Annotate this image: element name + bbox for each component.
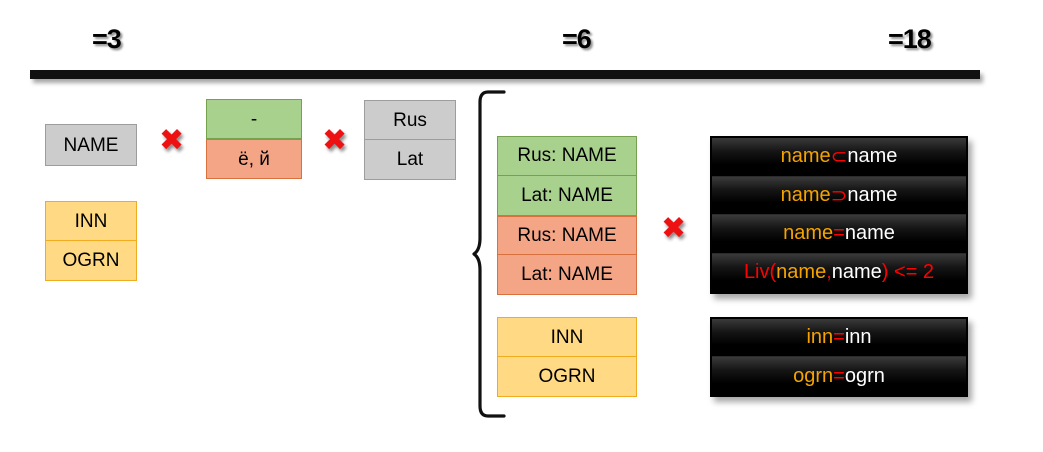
name-rule-1-part-0: name — [780, 183, 831, 206]
ident-rule-0: inn = inn — [712, 319, 966, 357]
cross-combination-rules: ✖ — [661, 211, 687, 246]
ident-rule-0-part-2: inn — [844, 326, 872, 348]
name-rule-0-part-2: name — [847, 145, 898, 168]
combination-ident-cell-row-1: OGRN — [497, 357, 637, 397]
ident-rule-1-part-2: ogrn — [844, 364, 885, 387]
ident-rule-1: ogrn = ogrn — [712, 357, 966, 395]
cross-diacritics-script: ✖ — [322, 123, 348, 158]
name-rule-0-part-0: name — [780, 145, 831, 168]
ident-rule-1-part-1: = — [833, 364, 845, 387]
name-rule-0: name ⊂ name — [712, 138, 966, 177]
script-cell-row-0: Rus — [364, 100, 456, 140]
name-rule-3-part-1: name — [776, 261, 827, 284]
diacritics-block: -ё, й — [206, 99, 302, 179]
combination-cell-row-2: Rus: NAME — [497, 215, 637, 256]
ident-rule-0-part-1: = — [833, 326, 845, 348]
combination-ident-cell-row-0: INN — [497, 317, 637, 357]
combination-cell-row-0: Rus: NAME — [497, 136, 637, 176]
ident-rule-1-part-0: ogrn — [793, 364, 834, 387]
counter-2: =18 — [888, 24, 932, 54]
name-cell-row-0: NAME — [45, 124, 137, 166]
name-rule-2-part-2: name — [844, 222, 895, 245]
grouping-brace — [472, 88, 508, 420]
name-rule-3-part-0: Liv( — [743, 261, 777, 284]
name-rule-1-part-1: ⊃ — [830, 184, 848, 207]
name-rule-3: Liv(name, name) <= 2 — [712, 253, 966, 292]
brace-svg — [472, 90, 506, 418]
cross-name-diacritics: ✖ — [159, 123, 185, 158]
counter-1: =6 — [562, 24, 592, 54]
name-rule-2-part-0: name — [783, 222, 834, 245]
name-rule-2: name = name — [712, 215, 966, 254]
name-rule-1-part-2: name — [847, 183, 898, 206]
combination-cell-row-3: Lat: NAME — [497, 255, 637, 295]
script-cell-row-1: Lat — [364, 140, 456, 180]
name-rule-3-part-2: , — [826, 261, 832, 284]
name-rule-0-part-1: ⊂ — [830, 146, 848, 169]
counter-0: =3 — [92, 24, 122, 54]
name-rule-3-part-3: name — [831, 261, 882, 284]
name-rule-2-part-1: = — [833, 222, 845, 245]
left-ident-cell-row-1: OGRN — [45, 241, 137, 281]
name-block: NAME — [45, 124, 137, 166]
combination-cell-row-1: Lat: NAME — [497, 175, 637, 216]
name-rule-3-part-4: ) <= 2 — [881, 261, 935, 284]
ident-rule-0-part-0: inn — [806, 326, 834, 348]
name-rule-1: name ⊃ name — [712, 176, 966, 215]
left-ident-cell-row-0: INN — [45, 201, 137, 241]
header-divider — [30, 70, 980, 79]
diacritics-cell-row-0: - — [206, 99, 302, 139]
diacritics-cell-row-1: ё, й — [206, 139, 302, 179]
